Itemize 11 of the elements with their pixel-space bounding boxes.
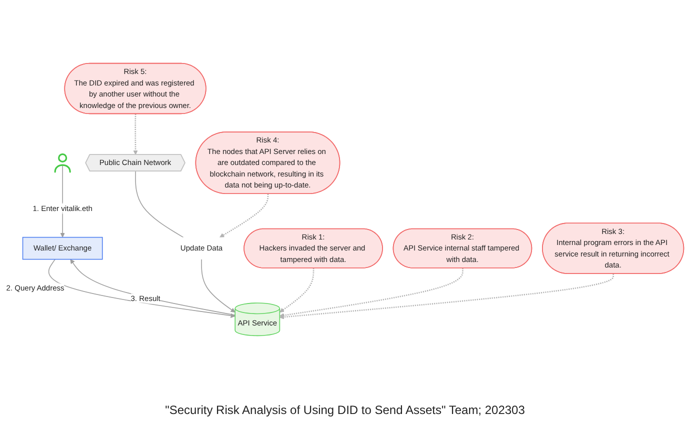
- arrow: [279, 273, 614, 319]
- arrow: [133, 113, 138, 154]
- arrow: [48, 258, 236, 318]
- node-person: [54, 152, 71, 172]
- arrow: [201, 258, 236, 312]
- arrow: [70, 258, 236, 316]
- connector: [135, 170, 184, 238]
- caption: "Security Risk Analysis of Using DID to Send Assets" Team; 202303: [165, 403, 525, 417]
- arrow: [220, 193, 269, 238]
- arrow: [279, 268, 464, 318]
- arrow: [279, 268, 314, 312]
